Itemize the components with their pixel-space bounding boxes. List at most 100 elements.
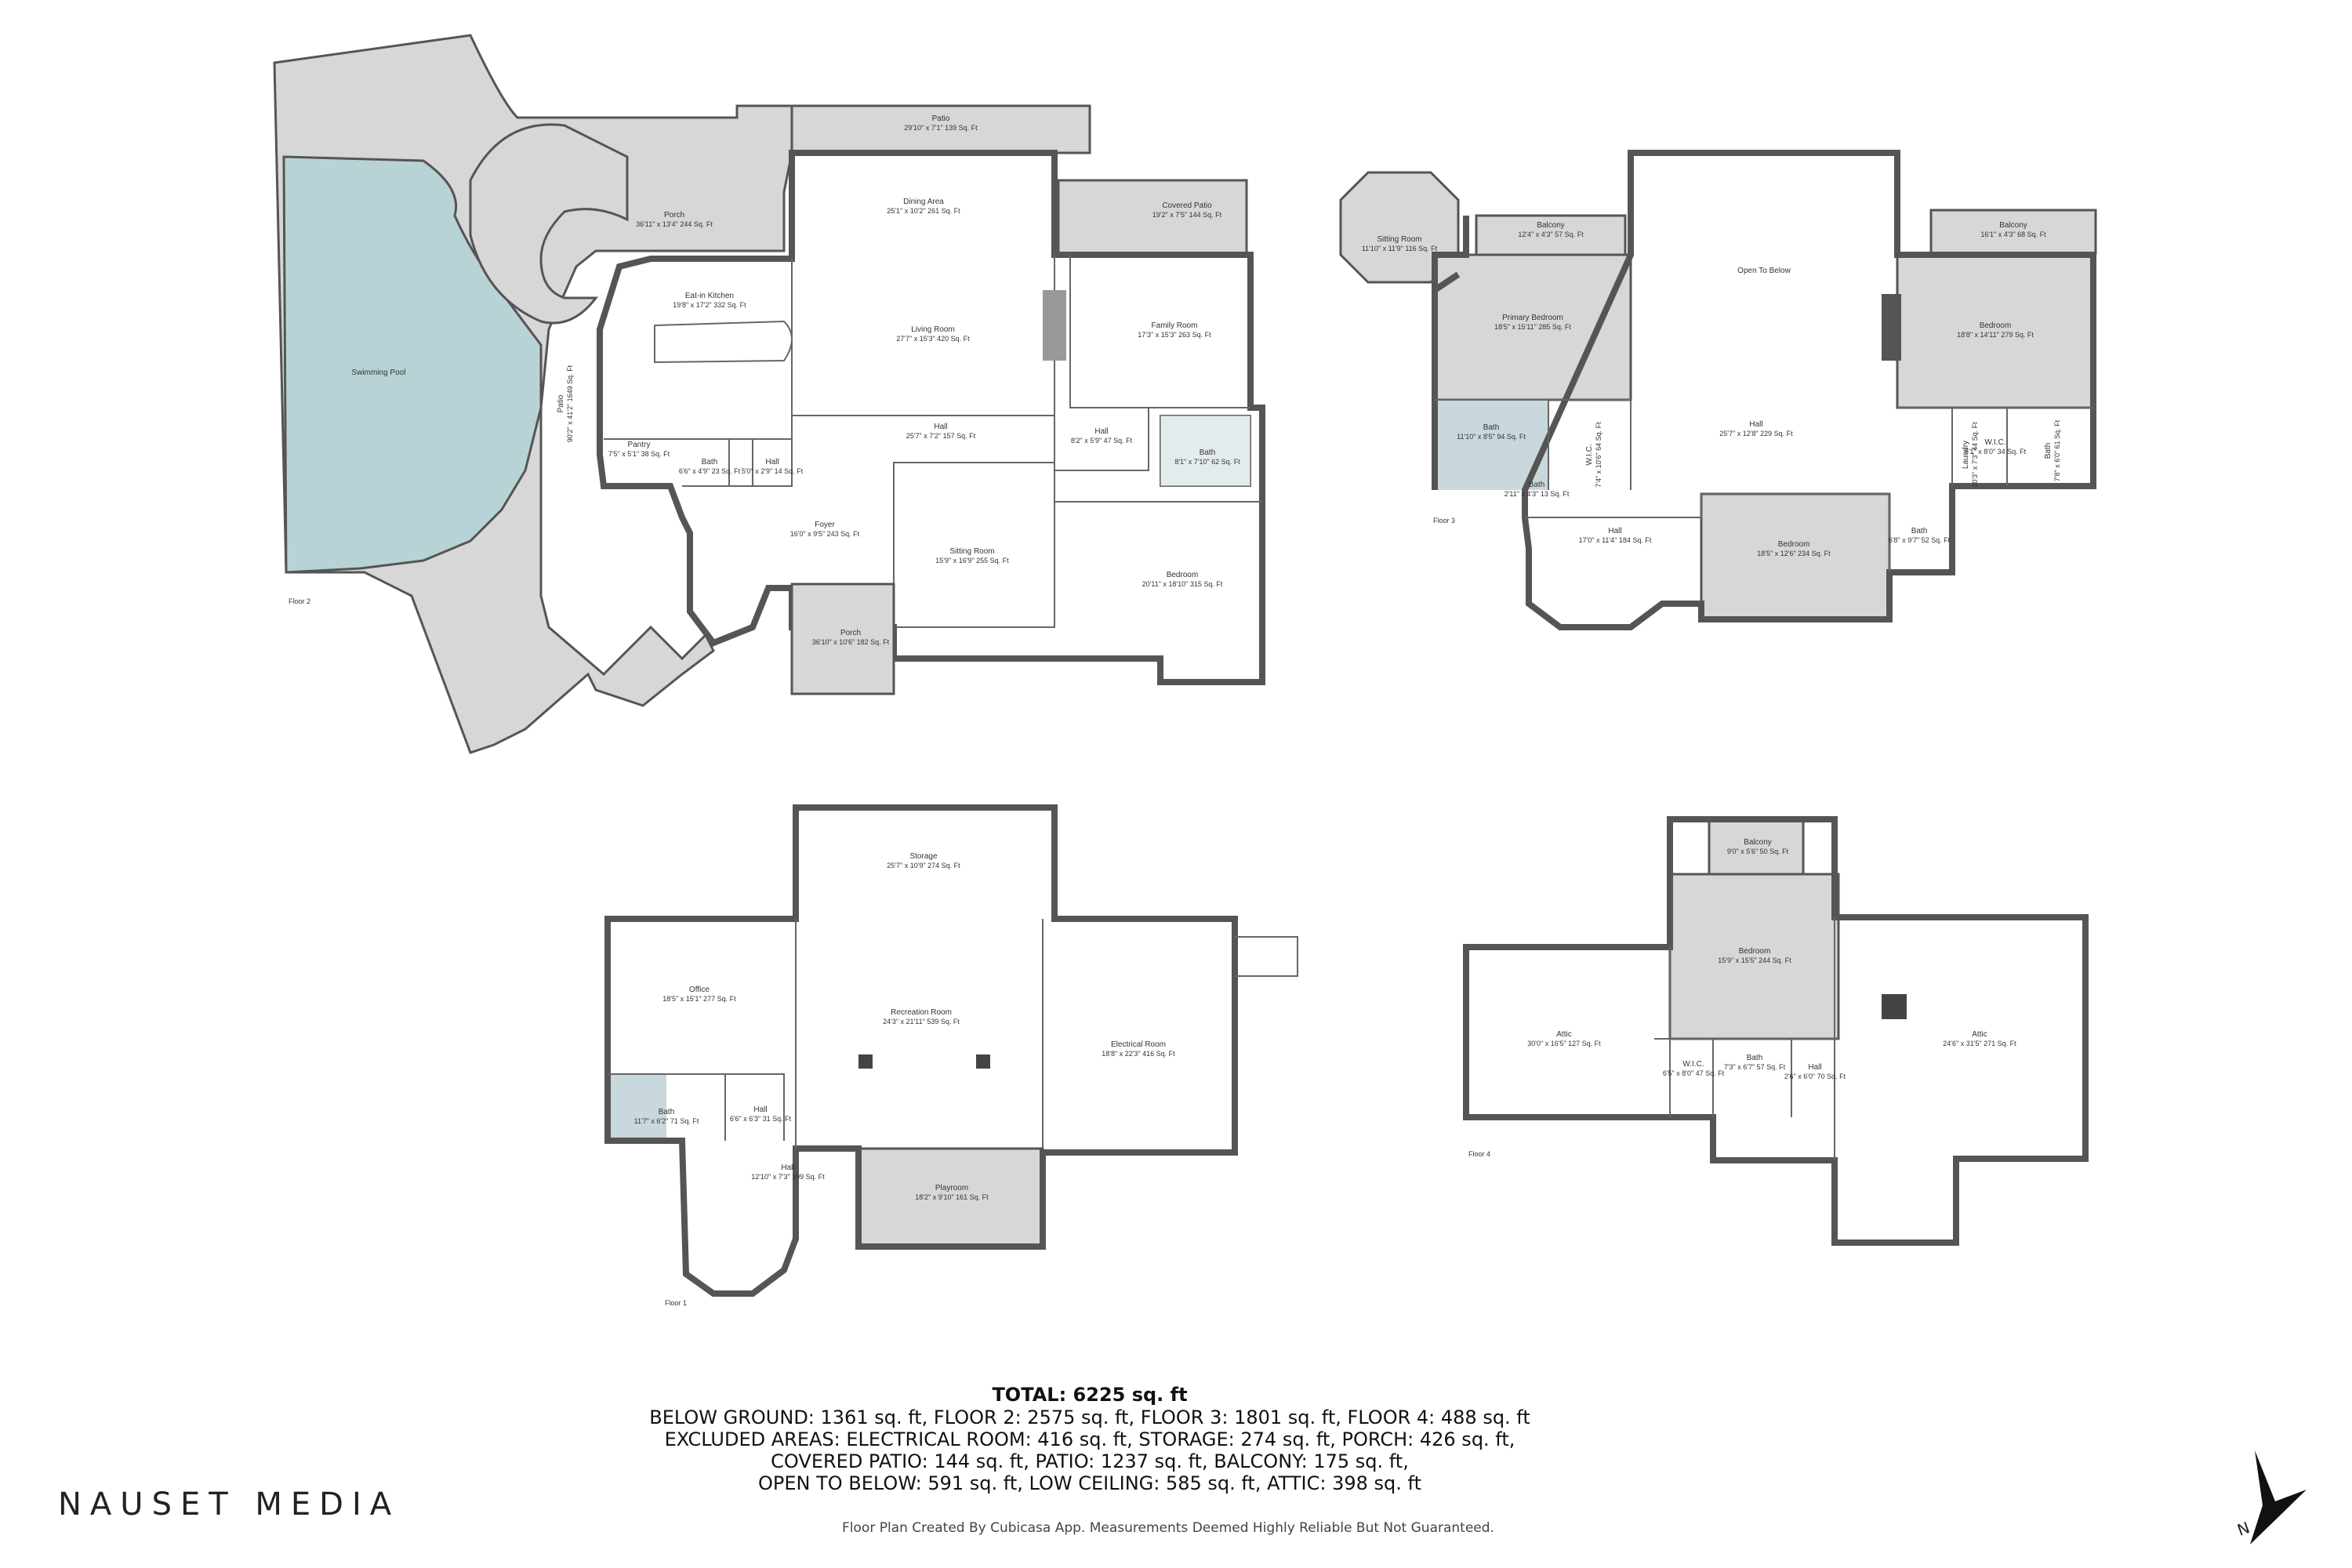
room-label: Balcony	[1999, 221, 2027, 230]
room-label: Office	[689, 985, 710, 994]
room-label: Patio	[932, 114, 950, 123]
room-dims: 17'3" x 15'3" 263 Sq. Ft	[1138, 331, 1211, 339]
room-label: Pantry	[628, 441, 651, 449]
brand-logo-text: NAUSET MEDIA	[58, 1486, 401, 1523]
floor-1-label: Floor 1	[665, 1299, 687, 1307]
floor-3-plan	[1339, 150, 2097, 630]
porch-curve	[469, 123, 629, 325]
room-dims: 24'6" x 31'5" 271 Sq. Ft	[1943, 1040, 2016, 1047]
room-dims: 36'11" x 13'4" 244 Sq. Ft	[636, 220, 713, 228]
room-dims: 15'9" x 15'5" 244 Sq. Ft	[1718, 956, 1791, 964]
summary-line: EXCLUDED AREAS: ELECTRICAL ROOM: 416 sq.…	[664, 1428, 1515, 1450]
bath-floor1	[608, 1074, 666, 1141]
room-dims: 5'1" x 8'0" 34 Sq. Ft	[1965, 448, 2027, 456]
room-label: Bedroom	[1778, 540, 1810, 549]
room-dims: 15'9" x 16'9" 255 Sq. Ft	[935, 557, 1009, 564]
room-dims: 11'10" x 11'9" 116 Sq. Ft	[1362, 245, 1438, 252]
room-label: Electrical Room	[1111, 1040, 1166, 1049]
summary-line: BELOW GROUND: 1361 sq. ft, FLOOR 2: 2575…	[649, 1406, 1530, 1428]
north-arrow-icon	[2250, 1450, 2307, 1544]
room-label: Eat-in Kitchen	[685, 292, 734, 300]
room-label: Porch	[840, 629, 861, 637]
room-dims: 2'11" x 4'3" 13 Sq. Ft	[1504, 490, 1570, 498]
room-dims: 9'0" x 5'6" 50 Sq. Ft	[1727, 848, 1789, 855]
room-label: Family Room	[1152, 321, 1198, 330]
room-dims: 6'6" x 6'3" 31 Sq. Ft	[730, 1115, 792, 1123]
room-dims: 19'8" x 17'2" 332 Sq. Ft	[673, 301, 746, 309]
total-area: TOTAL: 6225 sq. ft	[992, 1384, 1188, 1406]
room-dims: 30'0" x 16'5" 127 Sq. Ft	[1527, 1040, 1601, 1047]
room-label: Dining Area	[903, 198, 944, 206]
room-label: Bedroom	[1739, 947, 1771, 956]
room-dims: 7'8" x 6'0" 61 Sq. Ft	[2053, 419, 2061, 481]
floor-1-plan	[604, 804, 1298, 1297]
room-dims: 6'6" x 4'9" 23 Sq. Ft	[679, 467, 741, 475]
floor-3-label: Floor 3	[1433, 517, 1455, 524]
room-label: Bath	[1747, 1054, 1763, 1062]
room-label: W.I.C.	[1682, 1060, 1704, 1069]
room-label: Storage	[909, 852, 937, 861]
front-porch	[790, 583, 895, 695]
room-label: Playroom	[935, 1184, 968, 1192]
floor-2-labels: Patio 29'10" x 7'1" 139 Sq. Ft Porch 36'…	[352, 114, 1241, 646]
room-label: Attic	[1972, 1030, 1987, 1039]
sitting-octagon	[1339, 171, 1460, 284]
floor-2-plan	[273, 34, 1265, 754]
room-label: Hall	[753, 1105, 767, 1114]
floor-4-plan	[1463, 816, 2089, 1246]
room-label: Balcony	[1537, 221, 1565, 230]
room-dims: 18'5" x 15'1" 277 Sq. Ft	[662, 995, 736, 1003]
bedroom-floor4	[1668, 873, 1840, 1040]
room-dims: 24'3" x 21'11" 539 Sq. Ft	[883, 1018, 960, 1025]
room-label: Hall	[781, 1163, 794, 1172]
room-label: Sitting Room	[1377, 235, 1421, 244]
balcony-floor4	[1708, 818, 1805, 876]
summary-line: OPEN TO BELOW: 591 sq. ft, LOW CEILING: …	[758, 1472, 1421, 1494]
room-dims: 29'10" x 7'1" 139 Sq. Ft	[904, 124, 978, 132]
floor-3-labels: Sitting Room 11'10" x 11'9" 116 Sq. Ft B…	[1362, 221, 2061, 557]
room-label: Patio	[557, 394, 565, 412]
room-dims: 19'2" x 7'5" 144 Sq. Ft	[1152, 211, 1222, 219]
room-dims: 90'2" x 41'2" 1649 Sq. Ft	[566, 365, 574, 442]
room-label: Hall	[1094, 427, 1108, 436]
room-label: W.I.C.	[1585, 444, 1594, 465]
room-label: Bath	[1200, 448, 1216, 457]
room-dims: 8'1" x 7'10" 62 Sq. Ft	[1174, 458, 1240, 466]
patio-top	[790, 104, 1091, 154]
room-dims: 5'0" x 2'9" 14 Sq. Ft	[742, 467, 804, 475]
room-label: Hall	[1808, 1063, 1821, 1072]
floor-2-label: Floor 2	[289, 597, 310, 605]
room-dims: 18'2" x 9'10" 161 Sq. Ft	[915, 1193, 989, 1201]
bath-floor2	[1160, 416, 1250, 486]
floor-4-outer-wall	[1463, 816, 2089, 1246]
room-dims: 25'7" x 7'2" 157 Sq. Ft	[906, 432, 976, 440]
room-dims: 16'1" x 4'3" 68 Sq. Ft	[1980, 230, 2046, 238]
area-summary: TOTAL: 6225 sq. ft BELOW GROUND: 1361 sq…	[580, 1383, 1599, 1494]
room-dims: 18'8" x 14'11" 279 Sq. Ft	[1957, 331, 2034, 339]
room-dims: 17'0" x 11'4" 184 Sq. Ft	[1579, 536, 1652, 544]
room-label: Bath	[1529, 481, 1545, 489]
covered-patio	[1057, 179, 1248, 256]
balcony-left	[1475, 214, 1627, 256]
room-label: Open To Below	[1737, 267, 1791, 275]
room-dims: 20'11" x 18'10" 315 Sq. Ft	[1142, 580, 1223, 588]
room-label: Bath	[702, 458, 718, 466]
floor-4-label: Floor 4	[1468, 1150, 1490, 1158]
room-dims: 12'4" x 4'3" 57 Sq. Ft	[1518, 230, 1584, 238]
room-label: Recreation Room	[891, 1008, 952, 1017]
room-label: Hall	[934, 423, 947, 431]
room-dims: 18'5" x 15'11" 285 Sq. Ft	[1494, 323, 1571, 331]
room-label: Primary Bedroom	[1502, 314, 1563, 322]
room-label: W.I.C.	[1984, 438, 2005, 447]
room-dims: 25'7" x 12'8" 229 Sq. Ft	[1719, 430, 1793, 437]
room-dims: 36'10" x 10'6" 182 Sq. Ft	[812, 638, 890, 646]
room-dims: 16'0" x 9'5" 243 Sq. Ft	[790, 530, 860, 538]
floor-2-outer-wall	[597, 150, 1265, 685]
room-label: Bath	[1911, 527, 1928, 535]
room-dims: 25'7" x 10'9" 274 Sq. Ft	[887, 862, 960, 869]
room-dims: 7'4" x 10'6" 64 Sq. Ft	[1595, 422, 1602, 488]
room-dims: 8'2" x 5'9" 47 Sq. Ft	[1071, 437, 1133, 445]
room-label: Covered Patio	[1162, 201, 1212, 210]
room-label: Living Room	[911, 325, 955, 334]
